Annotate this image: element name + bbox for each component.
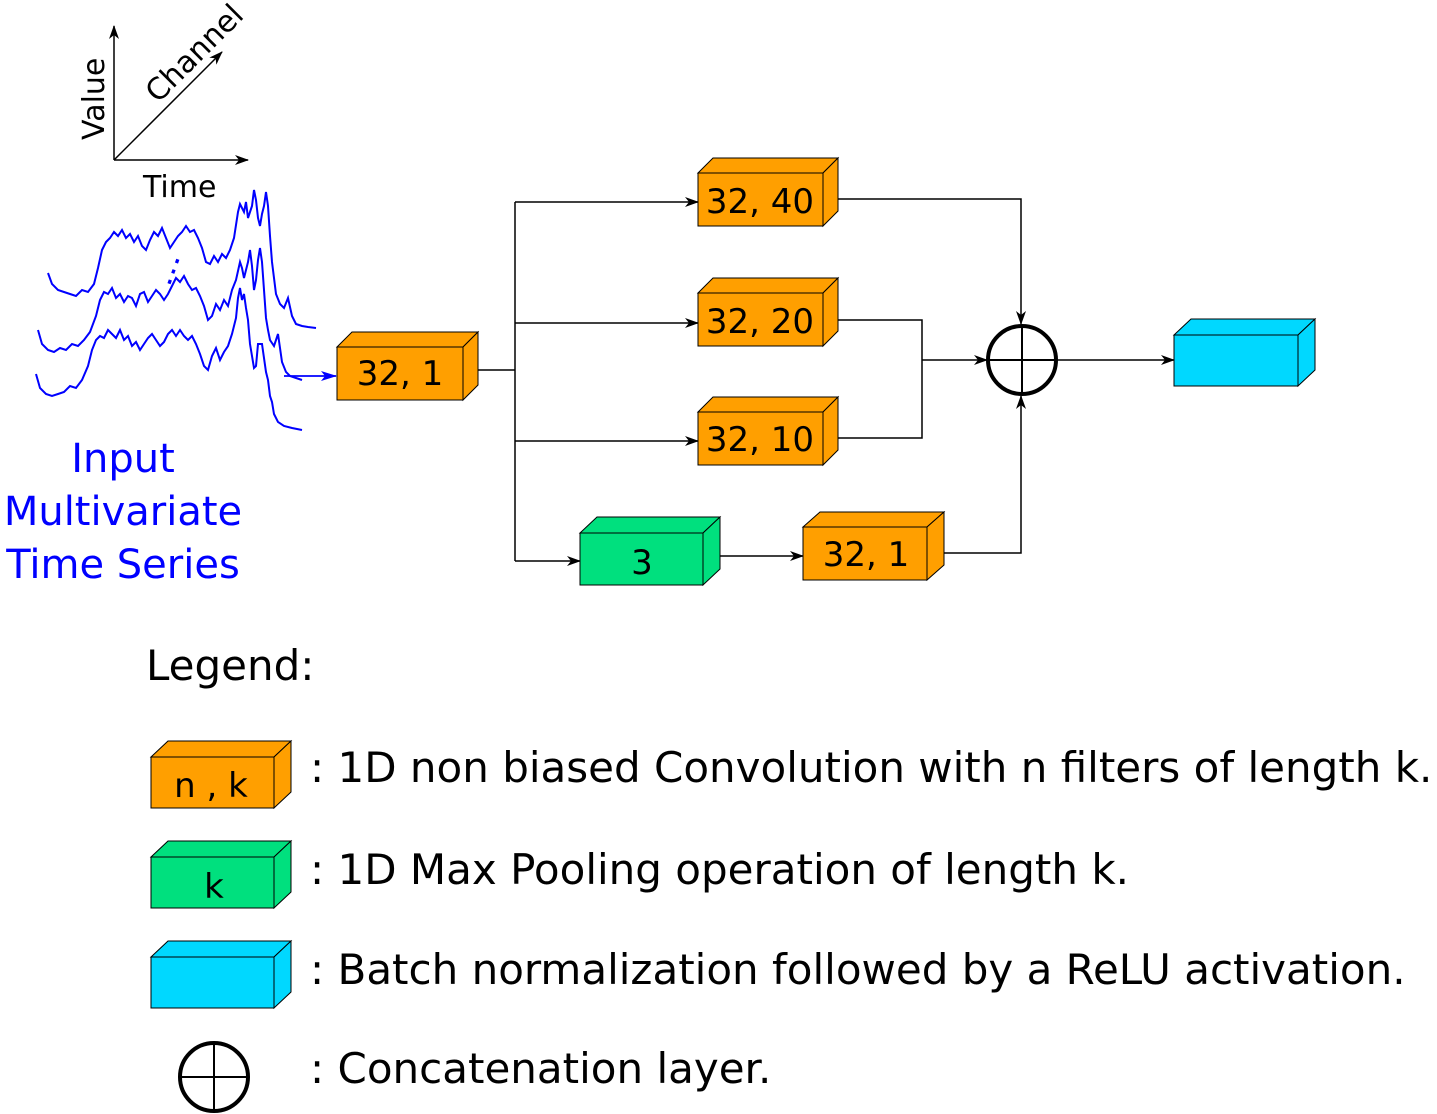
conv10-block: 32, 10	[696, 395, 840, 467]
conv20-label: 32, 20	[706, 302, 814, 342]
legend-concat-entry: : Concatenation layer.	[178, 1041, 771, 1113]
input-label: Input Multivariate Time Series	[4, 436, 242, 588]
conv-after-pool-block: 32, 1	[801, 510, 946, 582]
input-label-line2: Multivariate	[4, 489, 242, 535]
conv20-to-merge	[838, 319, 923, 439]
batchnorm-relu-block	[1172, 317, 1317, 388]
legend-title: Legend:	[146, 641, 314, 690]
value-axis-label: Value	[77, 58, 112, 140]
legend-conv-entry: n , k : 1D non biased Convolution with n…	[149, 739, 1432, 810]
channel-axis-label: Channel	[139, 0, 251, 110]
series-bottom	[35, 287, 303, 431]
channel-axis	[113, 51, 223, 161]
maxpool-block: 3	[578, 515, 722, 587]
conv40-block: 32, 40	[696, 156, 840, 228]
legend-pool-text: : 1D Max Pooling operation of length k.	[310, 845, 1129, 894]
axes-indicator: Value Channel Time	[77, 0, 251, 205]
input-time-series: ⋮	[35, 189, 317, 431]
conv20-block: 32, 20	[696, 276, 840, 348]
legend-conv-box-label: n , k	[174, 766, 248, 806]
legend: Legend: n , k : 1D non biased Convolutio…	[146, 641, 1432, 1113]
legend-pool-entry: k : 1D Max Pooling operation of length k…	[149, 839, 1129, 910]
conv-after-pool-label: 32, 1	[823, 535, 910, 575]
legend-pool-box-label: k	[204, 867, 224, 907]
maxpool-label: 3	[631, 543, 653, 583]
bottleneck-conv-label: 32, 1	[357, 354, 444, 394]
legend-bn-text: : Batch normalization followed by a ReLU…	[310, 945, 1406, 994]
concat-node	[986, 324, 1058, 396]
conv40-label: 32, 40	[706, 182, 814, 222]
legend-concat-text: : Concatenation layer.	[310, 1044, 771, 1093]
bottleneck-conv-block: 32, 1	[335, 330, 480, 402]
time-axis-label: Time	[142, 170, 216, 205]
conv40-to-concat-arrow	[838, 198, 1026, 325]
conv10-label: 32, 10	[706, 420, 814, 460]
series-top	[47, 189, 317, 329]
connections	[478, 197, 1175, 566]
legend-bn-entry: : Batch normalization followed by a ReLU…	[149, 939, 1406, 1010]
conv1-to-concat-arrow	[944, 395, 1026, 554]
legend-conv-text: : 1D non biased Convolution with n filte…	[310, 743, 1432, 792]
input-label-line1: Input	[71, 436, 175, 482]
input-label-line3: Time Series	[5, 542, 240, 588]
series-middle	[37, 247, 303, 381]
